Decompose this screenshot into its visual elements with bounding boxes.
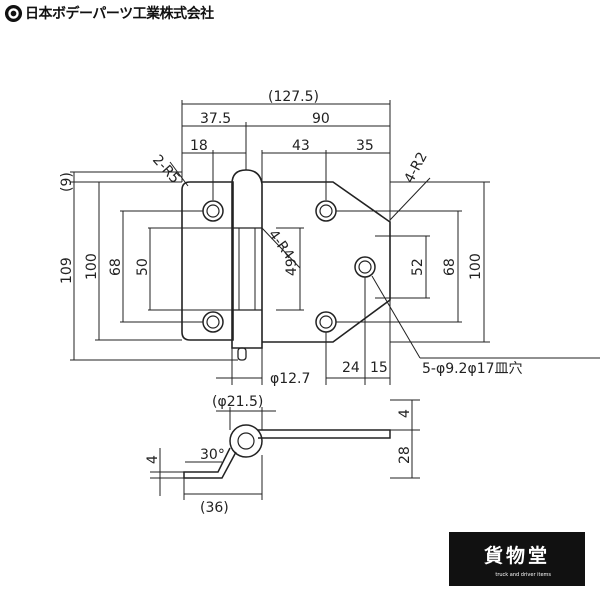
badge-title: 貨物堂 bbox=[483, 545, 550, 567]
side-view bbox=[183, 424, 391, 479]
dim-slot-radius: 4-R4 bbox=[265, 227, 297, 263]
dim-left-hole-pitch: 68 bbox=[108, 258, 124, 276]
pin-end bbox=[237, 347, 247, 361]
hinge-right-leaf-outline bbox=[262, 181, 391, 343]
dim-upper-hole-pitch: 43 bbox=[292, 138, 310, 154]
hole-bottom-right bbox=[315, 311, 337, 333]
dim-plate-thickness-side: 4 bbox=[145, 455, 161, 464]
dim-plate-thickness-top: 4 bbox=[397, 409, 413, 418]
dim-pin-diameter: φ12.7 bbox=[270, 371, 310, 387]
header: 日本ボデーパーツ工業株式会社 bbox=[4, 2, 214, 24]
dim-bend-angle: 30° bbox=[200, 447, 225, 463]
hole-top-left bbox=[202, 200, 224, 222]
dim-corner-radius-right: 4-R2 bbox=[401, 150, 430, 186]
company-logo-icon bbox=[4, 4, 23, 22]
badge-subtitle: truck and driver items bbox=[495, 572, 551, 578]
dim-slot-height: 50 bbox=[135, 258, 151, 276]
company-name: 日本ボデーパーツ工業株式会社 bbox=[25, 6, 214, 22]
dim-slot-position: 49 bbox=[284, 258, 300, 276]
hole-bottom-left bbox=[202, 311, 224, 333]
dim-right-hole-spacing: 52 bbox=[410, 258, 426, 276]
dim-lower-offset-b: 15 bbox=[370, 360, 388, 376]
dim-right-hole-pitch: 68 bbox=[442, 258, 458, 276]
dim-knuckle-diameter: (φ21.5) bbox=[212, 394, 263, 410]
dim-overall-height: 109 bbox=[59, 257, 75, 284]
dim-overall-width: (127.5) bbox=[268, 89, 319, 105]
dim-right-height: 100 bbox=[468, 253, 484, 280]
dim-left-offset: 37.5 bbox=[200, 111, 231, 127]
dim-left-height: 100 bbox=[84, 253, 100, 280]
hole-top-right bbox=[315, 200, 337, 222]
dim-knuckle-offset: 18 bbox=[190, 138, 208, 154]
hole-middle-right bbox=[354, 256, 376, 278]
dim-leaf-length: (36) bbox=[200, 500, 229, 516]
dim-hinge-height: 28 bbox=[397, 446, 413, 464]
hole-spec: 5-φ9.2φ17皿穴 bbox=[422, 361, 523, 377]
dim-lower-offset-a: 24 bbox=[342, 360, 360, 376]
hinge-plate-outline bbox=[181, 181, 234, 341]
brand-badge: 貨物堂 truck and driver items bbox=[449, 532, 585, 586]
dim-right-span: 90 bbox=[312, 111, 330, 127]
dim-top-margin: (9) bbox=[59, 172, 75, 192]
dim-right-hole-offset: 35 bbox=[356, 138, 374, 154]
knuckle-outline bbox=[231, 169, 263, 349]
